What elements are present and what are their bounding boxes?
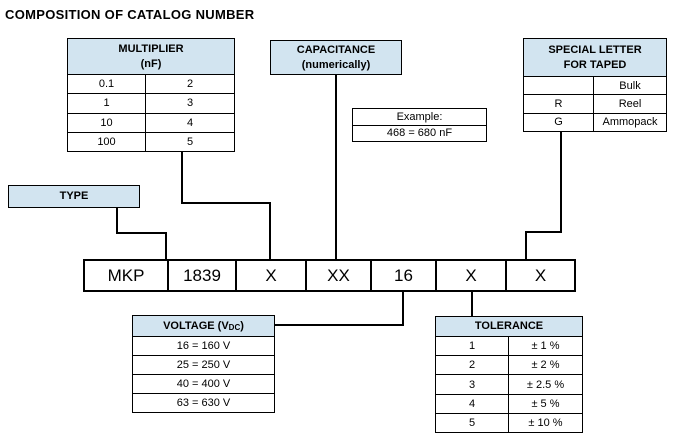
table-row: 2 ± 2 %: [436, 356, 582, 376]
tolerance-value: ± 1 %: [531, 340, 560, 353]
special-letter-table: SPECIAL LETTER FOR TAPED Bulk R Reel G A…: [523, 38, 667, 132]
special-letter-code: [524, 77, 594, 95]
table-row: 4 ± 5 %: [436, 394, 582, 414]
table-row: 10 4: [68, 113, 234, 133]
table-row: 63 = 630 V: [133, 394, 274, 412]
multiplier-value: 10: [68, 113, 146, 132]
table-row: 3 ± 2.5 %: [436, 375, 582, 395]
special-letter-table-header: SPECIAL LETTER FOR TAPED: [524, 39, 666, 77]
example-label: Example:: [353, 109, 486, 126]
type-box: TYPE: [8, 185, 140, 208]
catalog-cell-tolerance: X: [437, 261, 507, 290]
catalog-cell-multiplier: X: [237, 261, 307, 290]
table-row: G Ammopack: [524, 113, 666, 131]
table-row: Bulk: [524, 77, 666, 96]
voltage-header-subscript: DC: [228, 322, 241, 332]
special-letter-meaning: Reel: [618, 97, 642, 110]
catalog-cell-special-letter: X: [534, 265, 547, 285]
special-letter-code: G: [524, 113, 594, 131]
connector-voltage-horizontal: [275, 324, 404, 326]
special-letter-header-line1: SPECIAL LETTER: [548, 44, 642, 57]
capacitance-box: CAPACITANCE (numerically): [270, 40, 402, 75]
tolerance-table: TOLERANCE 1 ± 1 % 2 ± 2 % 3 ± 2.5 % 4 ± …: [435, 316, 583, 433]
type-box-label: TYPE: [59, 190, 89, 203]
catalog-cell-type: MKP: [85, 261, 169, 290]
voltage-row-value: 16 = 160 V: [176, 340, 231, 352]
tolerance-code: 1: [436, 337, 509, 356]
capacitance-box-line2: (numerically): [301, 58, 371, 71]
tolerance-table-header: TOLERANCE: [436, 317, 582, 337]
connector-special-letter-vertical1: [560, 132, 562, 233]
connector-capacitance-vertical: [335, 75, 337, 259]
example-value: 468 = 680 nF: [386, 127, 453, 140]
special-letter-header-line2: FOR TAPED: [563, 58, 627, 71]
table-row: 1 ± 1 %: [436, 337, 582, 357]
table-row: 100 5: [68, 132, 234, 151]
tolerance-value: ± 10 %: [528, 416, 563, 429]
capacitance-box-line1: CAPACITANCE: [296, 44, 376, 57]
multiplier-table: MULTIPLIER (nF) 0.1 2 1 3 10 4 100 5: [67, 38, 235, 152]
multiplier-header-line1: MULTIPLIER: [118, 43, 184, 56]
tolerance-value: ± 5 %: [531, 397, 560, 410]
multiplier-code: 2: [186, 78, 194, 91]
connector-type-vertical2: [165, 232, 167, 259]
connector-multiplier-vertical2: [269, 202, 271, 259]
multiplier-value: 100: [68, 132, 146, 151]
connector-special-letter-vertical2: [525, 231, 527, 259]
example-box: Example: 468 = 680 nF: [352, 108, 487, 142]
multiplier-value: 0.1: [68, 75, 146, 94]
catalog-cell-series: 1839: [169, 261, 237, 290]
voltage-row-value: 25 = 250 V: [176, 359, 231, 371]
tolerance-code: 3: [436, 375, 509, 394]
catalog-cell-voltage: 16: [372, 261, 437, 290]
voltage-row-value: 63 = 630 V: [176, 397, 231, 409]
special-letter-code: R: [524, 95, 594, 113]
special-letter-meaning: Ammopack: [602, 116, 658, 129]
table-row: R Reel: [524, 95, 666, 114]
multiplier-value: 1: [68, 94, 146, 113]
table-row: 25 = 250 V: [133, 356, 274, 375]
table-row: 0.1 2: [68, 75, 234, 95]
multiplier-code: 3: [186, 97, 194, 110]
connector-voltage-vertical: [402, 292, 404, 326]
tolerance-code: 4: [436, 394, 509, 413]
connector-special-letter-horizontal: [525, 231, 562, 233]
tolerance-code: 5: [436, 413, 509, 433]
catalog-number-row: MKP 1839 X XX 16 X X: [83, 259, 576, 292]
special-letter-meaning: Bulk: [619, 79, 641, 92]
table-row: 1 3: [68, 94, 234, 114]
page-title: COMPOSITION OF CATALOG NUMBER: [5, 7, 255, 22]
voltage-row-value: 40 = 400 V: [176, 378, 231, 390]
table-row: 16 = 160 V: [133, 337, 274, 356]
multiplier-code: 4: [186, 116, 194, 129]
connector-type-vertical1: [116, 208, 118, 234]
catalog-cell-capacitance: XX: [307, 261, 372, 290]
voltage-header-suffix: ): [240, 319, 244, 332]
table-row: 40 = 400 V: [133, 375, 274, 394]
multiplier-header-line2: (nF): [140, 57, 162, 70]
connector-tolerance-vertical: [471, 292, 473, 316]
multiplier-code: 5: [186, 135, 194, 148]
multiplier-table-header: MULTIPLIER (nF): [68, 39, 234, 75]
tolerance-header-label: TOLERANCE: [474, 320, 544, 333]
tolerance-code: 2: [436, 356, 509, 375]
connector-multiplier-vertical1: [181, 152, 183, 204]
tolerance-value: ± 2.5 %: [526, 378, 565, 391]
voltage-header-prefix: VOLTAGE (V: [163, 319, 229, 332]
table-row: 5 ± 10 %: [436, 413, 582, 433]
connector-type-horizontal: [116, 232, 167, 234]
tolerance-value: ± 2 %: [531, 359, 560, 372]
connector-multiplier-horizontal: [181, 202, 271, 204]
